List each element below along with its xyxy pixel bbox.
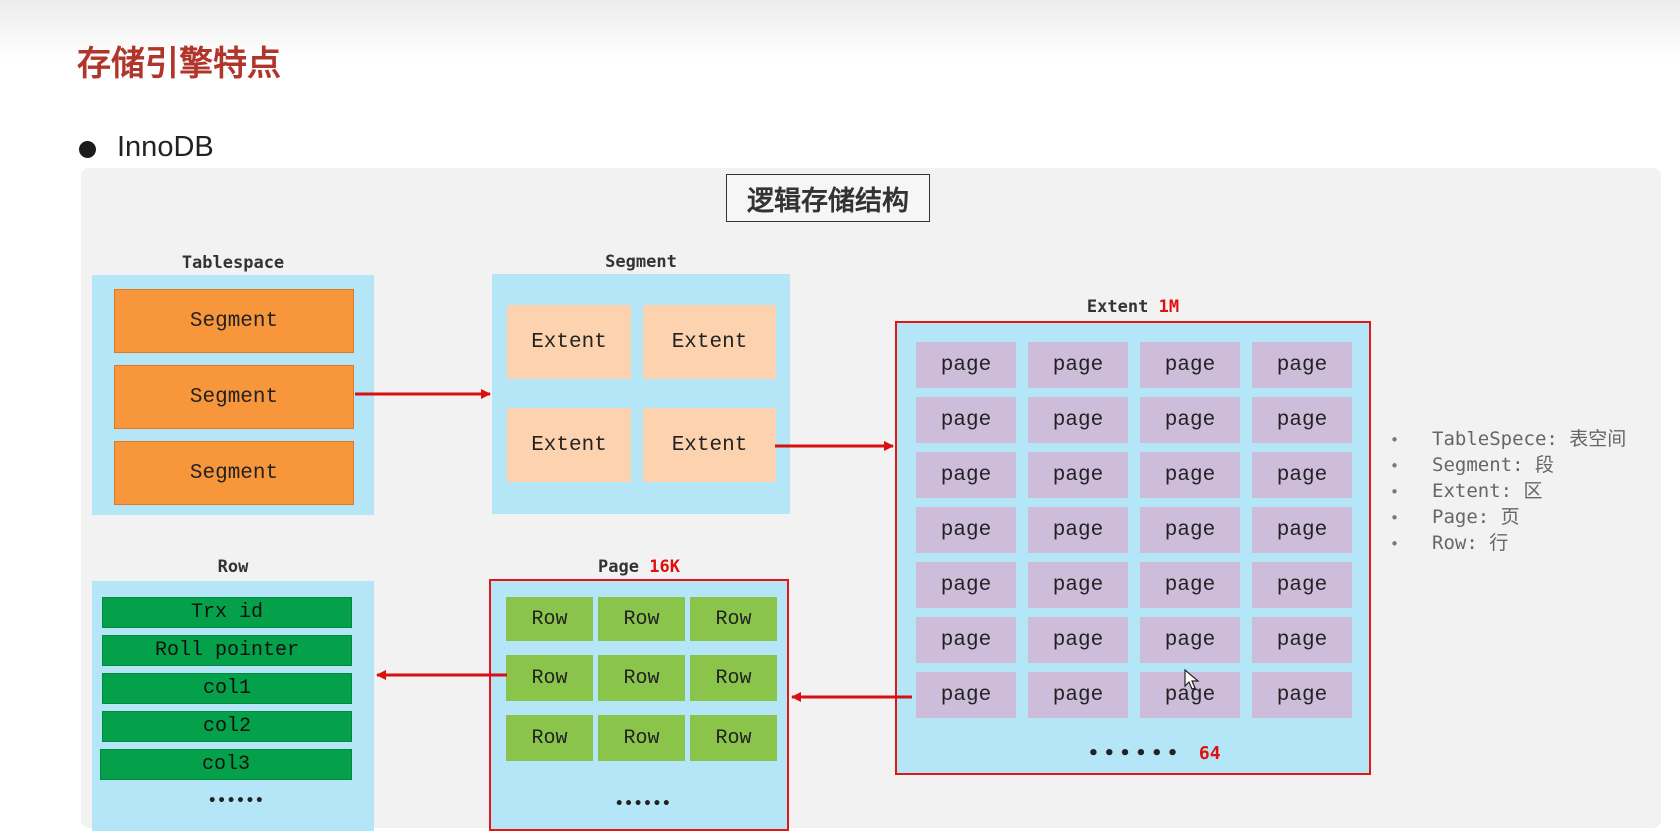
page-label-text: Page <box>598 557 639 577</box>
page-title: 存储引擎特点 <box>77 44 281 84</box>
legend-bullet-icon: • <box>1390 457 1400 475</box>
legend-item: •TableSpece: 表空间 <box>1390 426 1626 452</box>
extent-page-cell: page <box>1252 672 1352 718</box>
tablespace-segment: Segment <box>114 441 354 505</box>
tablespace-segment: Segment <box>114 289 354 353</box>
page-section-label: Page 16K <box>490 557 788 577</box>
row-field-roll-pointer: Roll pointer <box>102 635 352 666</box>
legend-bullet-icon: • <box>1390 483 1400 501</box>
legend-bullet-icon: • <box>1390 535 1400 553</box>
legend-bullet-icon: • <box>1390 509 1400 527</box>
page-row-cell: Row <box>598 597 685 641</box>
extent-page-cell: page <box>916 452 1016 498</box>
extent-page-cell: page <box>916 672 1016 718</box>
row-dots: •••••• <box>208 793 265 809</box>
page-dots: •••••• <box>615 796 672 812</box>
row-box: Trx id Roll pointer col1 col2 col3 •••••… <box>92 581 374 831</box>
extent-page-cell: page <box>1140 617 1240 663</box>
page-size: 16K <box>649 557 680 577</box>
page-row-cell: Row <box>598 715 685 761</box>
bullet-innodb: InnoDB <box>117 131 214 163</box>
segment-extent: Extent <box>507 305 631 379</box>
extent-page-cell: page <box>1252 452 1352 498</box>
segment-box: Extent Extent Extent Extent <box>492 274 790 514</box>
extent-label-text: Extent <box>1086 297 1149 317</box>
segment-extent: Extent <box>643 305 776 379</box>
tablespace-box: Segment Segment Segment <box>92 275 374 515</box>
bullet-dot-icon <box>79 141 96 158</box>
page-row-cell: Row <box>690 597 777 641</box>
segment-label: Segment <box>605 252 677 272</box>
diagram-title: 逻辑存储结构 <box>726 174 930 222</box>
row-section-label: Row <box>217 557 249 577</box>
extent-label: Extent 1M <box>895 297 1371 317</box>
page-row-cell: Row <box>506 655 593 701</box>
extent-page-cell: page <box>1252 562 1352 608</box>
mouse-cursor-icon <box>1184 669 1200 690</box>
extent-page-cell: page <box>1028 562 1128 608</box>
row-field-col3: col3 <box>100 749 352 780</box>
legend-item: •Page: 页 <box>1390 504 1626 530</box>
page-row-cell: Row <box>506 715 593 761</box>
extent-page-cell: page <box>1140 562 1240 608</box>
extent-page-cell: page <box>1140 452 1240 498</box>
extent-page-cell: page <box>1252 342 1352 388</box>
page-row-cell: Row <box>506 597 593 641</box>
extent-page-cell: page <box>1028 507 1128 553</box>
page-row-cell: Row <box>598 655 685 701</box>
row-field-col2: col2 <box>102 711 352 742</box>
legend-list: •TableSpece: 表空间 •Segment: 段 •Extent: 区 … <box>1390 426 1626 556</box>
segment-extent: Extent <box>507 408 631 482</box>
extent-page-cell: page <box>1140 507 1240 553</box>
extent-dots: •••••• 64 <box>1088 743 1221 764</box>
extent-size: 1M <box>1158 297 1180 317</box>
extent-page-cell: page <box>1028 342 1128 388</box>
extent-page-cell: page <box>916 342 1016 388</box>
row-field-trx-id: Trx id <box>102 597 352 628</box>
legend-item: •Extent: 区 <box>1390 478 1626 504</box>
extent-page-cell: page <box>1028 397 1128 443</box>
tablespace-segment: Segment <box>114 365 354 429</box>
page-row-cell: Row <box>690 715 777 761</box>
extent-page-cell: page <box>1252 397 1352 443</box>
extent-page-cell: page <box>1252 617 1352 663</box>
extent-page-cell: page <box>916 562 1016 608</box>
tablespace-label: Tablespace <box>181 253 285 273</box>
top-shade <box>0 0 1680 60</box>
legend-item: •Segment: 段 <box>1390 452 1626 478</box>
extent-count: 64 <box>1198 743 1221 764</box>
extent-page-cell: page <box>1140 672 1240 718</box>
row-field-col1: col1 <box>102 673 352 704</box>
extent-page-cell: page <box>1028 672 1128 718</box>
extent-page-cell: page <box>916 397 1016 443</box>
extent-page-cell: page <box>1252 507 1352 553</box>
extent-page-cell: page <box>916 617 1016 663</box>
segment-extent: Extent <box>643 408 776 482</box>
extent-page-cell: page <box>1028 617 1128 663</box>
extent-page-cell: page <box>1028 452 1128 498</box>
extent-page-cell: page <box>916 507 1016 553</box>
extent-ellipsis: •••••• <box>1088 743 1184 764</box>
legend-item: •Row: 行 <box>1390 530 1626 556</box>
page-row-cell: Row <box>690 655 777 701</box>
extent-page-cell: page <box>1140 342 1240 388</box>
extent-page-cell: page <box>1140 397 1240 443</box>
legend-bullet-icon: • <box>1390 431 1400 449</box>
